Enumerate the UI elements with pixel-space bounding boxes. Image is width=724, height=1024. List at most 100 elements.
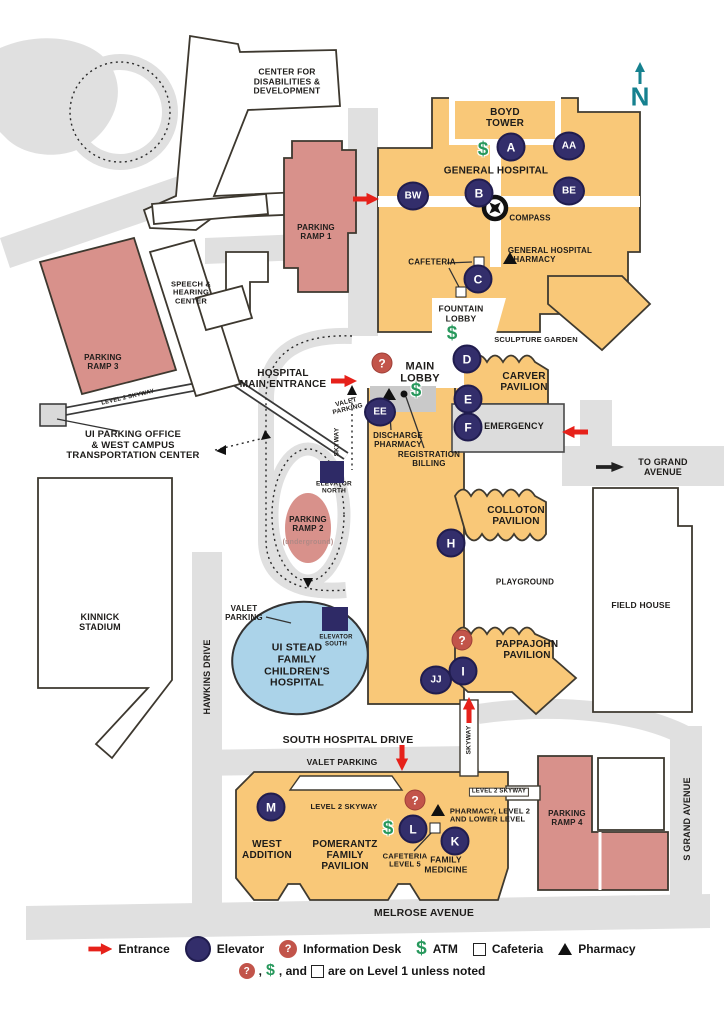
boyd-tower-label: BOYD TOWER bbox=[485, 106, 525, 129]
information-desk-icon: ? bbox=[279, 940, 298, 958]
elevator-icon bbox=[184, 936, 211, 962]
legend-row: Entrance Elevator ?Information Desk $ATM… bbox=[0, 936, 724, 962]
atm-fountain-icon: $ bbox=[446, 323, 458, 344]
s-grand-avenue-label: S GRAND AVENUE bbox=[681, 777, 692, 861]
info-desk-main: ? bbox=[371, 352, 393, 374]
atm-pomerantz-icon: $ bbox=[382, 818, 394, 839]
cafeteria-square-north2 bbox=[455, 286, 467, 298]
elevator-i: I bbox=[448, 656, 478, 686]
melrose-avenue-label: MELROSE AVENUE bbox=[373, 907, 475, 920]
legend-pharmacy: Pharmacy bbox=[558, 942, 636, 956]
parking-ramp4-label: PARKING RAMP 4 bbox=[548, 809, 586, 827]
parking-ramp2-label: PARKING RAMP 2 bbox=[289, 515, 327, 533]
level2-skyway-ramp4-label: LEVEL 2 SKYWAY bbox=[468, 787, 530, 797]
compass-label: COMPASS bbox=[509, 213, 551, 223]
elevator-f: F bbox=[453, 412, 483, 442]
compass-n-label: N bbox=[630, 81, 650, 112]
atm-icon: $ bbox=[416, 938, 427, 959]
hawkins-drive-label: HAWKINS DRIVE bbox=[201, 639, 212, 715]
elevator-h: H bbox=[436, 528, 466, 558]
legend-atm: $ATM bbox=[416, 938, 458, 959]
registration-dot bbox=[400, 390, 408, 398]
emergency-label: EMERGENCY bbox=[484, 420, 544, 431]
discharge-pharmacy-label: DISCHARGE PHARMACY bbox=[373, 431, 423, 449]
info-desk-pomerantz: ? bbox=[404, 789, 426, 811]
parking-ramp1-label: PARKING RAMP 1 bbox=[297, 223, 335, 241]
legend-information-desk: ?Information Desk bbox=[279, 940, 401, 958]
field-house-label: FIELD HOUSE bbox=[611, 600, 671, 611]
carver-pavilion-label: CARVER PAVILION bbox=[500, 370, 548, 393]
playground-label: PLAYGROUND bbox=[495, 577, 555, 587]
pharmacy-icon bbox=[558, 943, 573, 955]
main-lobby-label: MAIN LOBBY bbox=[400, 360, 440, 385]
fountain-lobby-label: FOUNTAIN LOBBY bbox=[438, 303, 484, 323]
cafeteria-icon bbox=[472, 942, 486, 956]
legend-note: ? , $ , and are on Level 1 unless noted bbox=[0, 962, 724, 980]
pomerantz-pavilion-label: POMERANTZ FAMILY PAVILION bbox=[312, 839, 378, 873]
gh-pharmacy-label: GENERAL HOSPITAL PHARMACY bbox=[507, 246, 593, 264]
valet-parking-south-label: VALET PARKING bbox=[306, 757, 378, 768]
level2-skyway-pomerantz-label: LEVEL 2 SKYWAY bbox=[310, 801, 378, 811]
cafeteria-level5-label: CAFETERIA LEVEL 5 bbox=[382, 851, 428, 869]
center-disabilities-label: CENTER FOR DISABILITIES & DEVELOPMENT bbox=[253, 66, 321, 96]
north-arrow-icon bbox=[635, 62, 645, 84]
hospital-main-entrance-label: HOSPITAL MAIN ENTRANCE bbox=[239, 367, 327, 390]
elevator-a: A bbox=[496, 132, 526, 162]
elevator-jj: JJ bbox=[420, 665, 452, 695]
colloton-pavilion-label: COLLOTON PAVILION bbox=[487, 504, 545, 527]
general-hospital-label: GENERAL HOSPITAL bbox=[443, 165, 549, 177]
elevator-be: BE bbox=[553, 176, 585, 206]
ui-parking-office-building bbox=[39, 403, 67, 427]
atm-icon: $ bbox=[266, 962, 275, 979]
elevator-b: B bbox=[464, 178, 494, 208]
gh-pharmacy-triangle bbox=[503, 252, 517, 264]
sculpture-garden-label: SCULPTURE GARDEN bbox=[494, 334, 578, 344]
south-hospital-drive-label: SOUTH HOSPITAL DRIVE bbox=[282, 734, 414, 747]
elevator-k: K bbox=[440, 826, 470, 856]
legend-entrance: Entrance bbox=[88, 942, 170, 956]
registration-billing-label: REGISTRATION BILLING bbox=[397, 450, 461, 468]
elevator-l: L bbox=[398, 814, 428, 844]
cafeteria-north-label: CAFETERIA bbox=[408, 257, 456, 267]
cafeteria-icon bbox=[310, 964, 324, 978]
elevator-d: D bbox=[452, 344, 482, 374]
parking-ramp3-label: PARKING RAMP 3 bbox=[84, 353, 122, 371]
valet-parking-children-label: VALET PARKING bbox=[225, 604, 263, 622]
legend-cafeteria: Cafeteria bbox=[472, 942, 543, 956]
atm-icon: $ bbox=[477, 139, 489, 160]
info-desk-pappajohn: ? bbox=[451, 629, 473, 651]
elevator-m: M bbox=[256, 792, 286, 822]
kinnick-stadium-label: KINNICK STADIUM bbox=[79, 611, 121, 632]
speech-hearing-label: SPEECH & HEARING CENTER bbox=[171, 279, 211, 306]
skyway-main-label: SKYWAY bbox=[333, 427, 341, 457]
elevator-south-label: ELEVATOR SOUTH bbox=[319, 634, 353, 647]
ramp4-white-building bbox=[597, 757, 665, 831]
childrens-hospital-label: UI STEAD FAMILY CHILDREN'S HOSPITAL bbox=[264, 641, 330, 689]
pomerantz-pharmacy-triangle bbox=[431, 804, 445, 816]
pappajohn-pavilion-label: PAPPAJOHN PAVILION bbox=[495, 638, 559, 661]
ui-parking-office-label: UI PARKING OFFICE & WEST CAMPUS TRANSPOR… bbox=[66, 429, 200, 462]
pharmacy-level2-label: PHARMACY, LEVEL 2 AND LOWER LEVEL bbox=[449, 806, 531, 824]
legend-elevator: Elevator bbox=[184, 936, 264, 962]
elevator-e: E bbox=[453, 384, 483, 414]
information-desk-icon: ? bbox=[238, 963, 255, 979]
west-addition-label: WEST ADDITION bbox=[242, 838, 292, 861]
skyway-south-label: SKYWAY bbox=[465, 725, 473, 755]
elevator-north-square bbox=[320, 461, 344, 483]
to-grand-avenue-label: TO GRAND AVENUE bbox=[638, 456, 688, 477]
entrance-icon bbox=[88, 943, 113, 955]
atm-main-lobby-icon: $ bbox=[410, 380, 422, 401]
family-medicine-label: FAMILY MEDICINE bbox=[424, 854, 468, 874]
parking-ramp2-sub-label: (underground) bbox=[282, 539, 334, 547]
elevator-c: C bbox=[463, 264, 493, 294]
corridors bbox=[288, 95, 640, 801]
elevator-aa: AA bbox=[553, 131, 585, 161]
elevator-south-square bbox=[322, 607, 348, 631]
white-buildings bbox=[37, 34, 693, 760]
elevator-bw: BW bbox=[397, 181, 429, 211]
elevator-north-label: ELEVATOR NORTH bbox=[316, 480, 352, 495]
parking-buildings bbox=[38, 140, 669, 891]
discharge-pharmacy-triangle bbox=[382, 388, 396, 400]
